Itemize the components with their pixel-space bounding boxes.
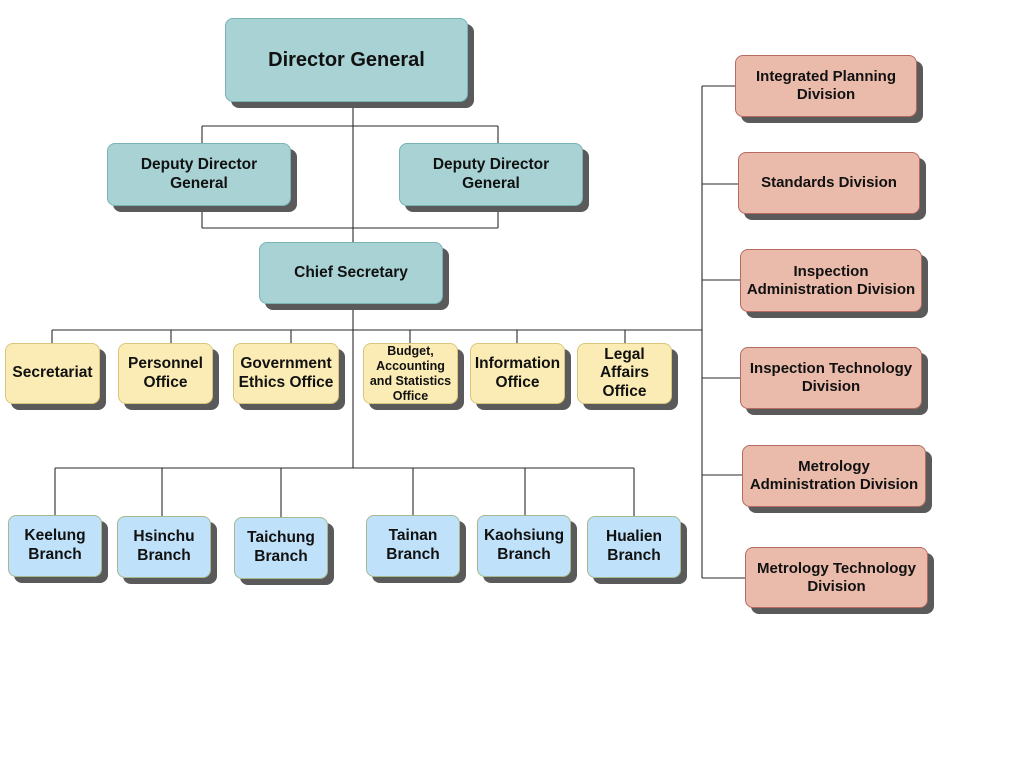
- branch-node-taichung: Taichung Branch: [234, 517, 328, 579]
- deputy-director-general-node-left: Deputy Director General: [107, 143, 291, 206]
- office-node-personnel: Personnel Office: [118, 343, 213, 404]
- branch-node-hsinchu: Hsinchu Branch: [117, 516, 211, 578]
- branch-node-tainan: Tainan Branch: [366, 515, 460, 577]
- director-general-node: Director General: [225, 18, 468, 102]
- office-node-information: Information Office: [470, 343, 565, 404]
- office-node-legal-affairs: Legal Affairs Office: [577, 343, 672, 404]
- branch-node-kaohsiung: Kaohsiung Branch: [477, 515, 571, 577]
- office-node-budget-accounting-statistics: Budget, Accounting and Statistics Office: [363, 343, 458, 404]
- chief-secretary-node: Chief Secretary: [259, 242, 443, 304]
- division-node-metrology-technology: Metrology Technology Division: [745, 547, 928, 608]
- division-node-integrated-planning: Integrated Planning Division: [735, 55, 917, 117]
- deputy-director-general-node-right: Deputy Director General: [399, 143, 583, 206]
- office-node-government-ethics: Government Ethics Office: [233, 343, 339, 404]
- division-node-metrology-administration: Metrology Administration Division: [742, 445, 926, 507]
- division-node-inspection-technology: Inspection Technology Division: [740, 347, 922, 409]
- division-node-inspection-administration: Inspection Administration Division: [740, 249, 922, 312]
- office-node-secretariat: Secretariat: [5, 343, 100, 404]
- branch-node-hualien: Hualien Branch: [587, 516, 681, 578]
- branch-node-keelung: Keelung Branch: [8, 515, 102, 577]
- division-node-standards: Standards Division: [738, 152, 920, 214]
